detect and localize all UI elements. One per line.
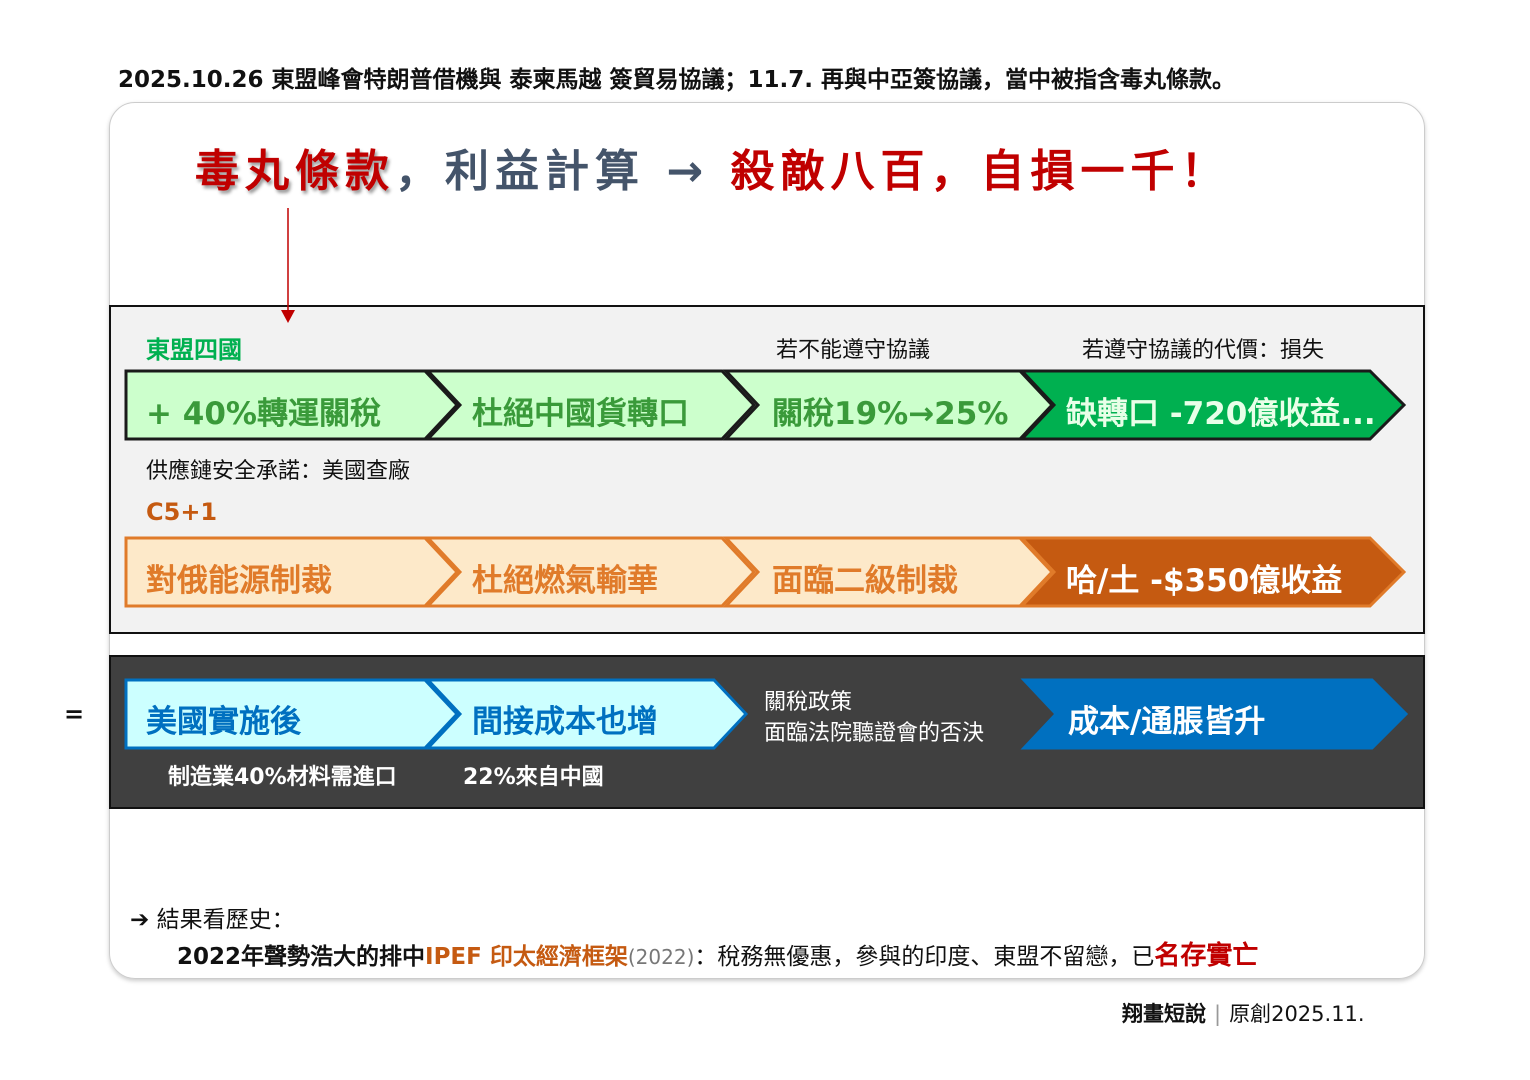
chevron (1018, 369, 1407, 441)
equals-sign: = (64, 700, 85, 728)
chevron (124, 369, 460, 441)
chevron (424, 536, 757, 608)
us-chevrons (124, 678, 1409, 750)
asean-note-b: 若遵守協議的代價：損失 (1082, 338, 1325, 363)
history-conclusion: 名存實亡 (1154, 941, 1259, 971)
us-step-1: 美國實施後 (146, 704, 301, 740)
history-text: 2022年聲勢浩大的排中IPEF 印太經濟框架(2022)：稅務無優惠，參與的印… (177, 935, 1258, 972)
history-t4: ：稅務無優惠，參與的印度、東盟不留戀，已 (694, 944, 1155, 970)
asean-step-1: + 40%轉運關稅 (146, 396, 381, 432)
c5-step-1: 對俄能源制裁 (146, 563, 332, 599)
us-sub-1: 制造業40%材料需進口 (168, 765, 397, 790)
headline: 毒丸條款，利益計算 → 殺敵八百，自損一千！ (195, 135, 1231, 199)
us-mid-line2: 面臨法院聽證會的否決 (764, 721, 985, 746)
us-mid-line1: 關稅政策 (764, 690, 853, 715)
asean-sub: 供應鏈安全承諾：美國查廠 (146, 459, 411, 484)
asean-step-4: 缺轉口 -720億收益... (1066, 396, 1376, 432)
asean-step-2: 杜絕中國貨轉口 (472, 396, 689, 432)
us-step-2: 間接成本也增 (472, 704, 658, 740)
chevron (124, 678, 460, 750)
us-sub-2: 22%來自中國 (463, 765, 604, 790)
chevron (424, 369, 757, 441)
headline-loss: 殺敵八百，自損一千！ (730, 146, 1231, 197)
headline-poison: 毒丸條款 (195, 146, 395, 197)
arrow-head-icon (281, 310, 295, 323)
asean-step-3: 關稅19%→25% (772, 396, 1009, 432)
history-ipef: IPEF 印太經濟框架 (425, 944, 628, 970)
footer-sep: | (1214, 1002, 1222, 1026)
arrow-right-icon: ➔ (130, 907, 157, 933)
chevron (124, 536, 460, 608)
c5-step-2: 杜絕燃氣輸華 (472, 563, 658, 599)
history-year: (2022) (627, 945, 695, 969)
history-title-text: 結果看歷史： (156, 907, 295, 933)
footer-author: 翔畫短說 (1122, 1002, 1206, 1026)
footer: 翔畫短說 | 原創2025.11. (1122, 998, 1365, 1028)
history-t1: 2022年聲勢浩大的排中 (177, 944, 426, 970)
top-caption: 2025.10.26 東盟峰會特朗普借機與 泰柬馬越 簽貿易協議；11.7. 再… (118, 67, 1236, 93)
asean-label: 東盟四國 (146, 336, 242, 364)
c5-step-3: 面臨二級制裁 (772, 563, 958, 599)
c5-step-4: 哈/土 -$350億收益 (1066, 563, 1343, 599)
chevron (424, 678, 749, 750)
asean-note-a: 若不能遵守協議 (776, 338, 931, 363)
c5-chevrons (124, 536, 1407, 608)
footer-original: 原創2025.11. (1229, 1002, 1365, 1026)
history-title: ➔ 結果看歷史： (130, 900, 295, 934)
headline-calc: ，利益計算 → (395, 146, 731, 197)
chevron (1018, 536, 1407, 608)
chevron (1020, 678, 1409, 750)
c5-label: C5+1 (146, 498, 218, 526)
us-step-3: 成本/通脹皆升 (1068, 704, 1266, 740)
asean-chevrons (124, 369, 1407, 441)
